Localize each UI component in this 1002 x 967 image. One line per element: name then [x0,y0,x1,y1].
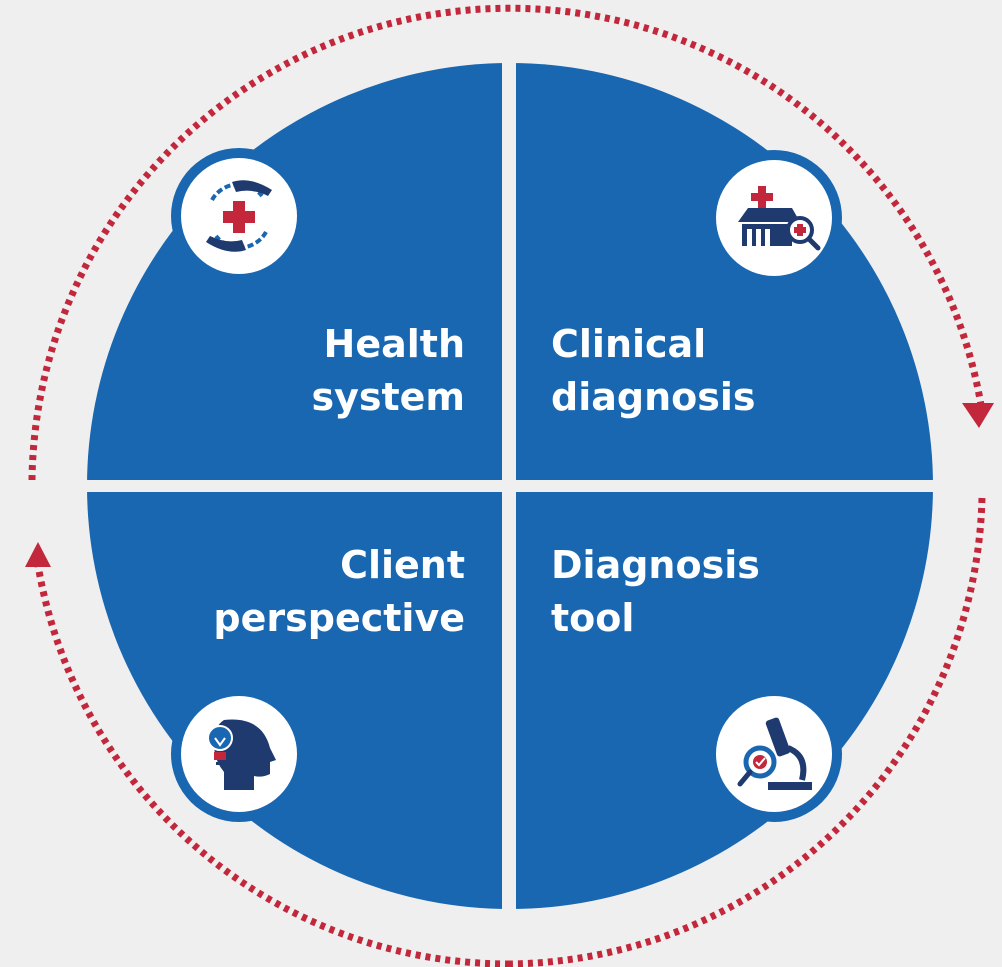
microscope-magnifier-icon [737,717,812,790]
badge-client-perspective [171,686,307,822]
label-client-perspective-line1: Client [340,543,465,587]
badge-health-system [171,148,307,284]
badge-clinical-diagnosis [706,150,842,286]
cycle-arc-bottom-right [509,497,986,967]
cycle-arrowhead-right [962,403,994,428]
badge-diagnosis-tool [706,686,842,822]
quadrant-wheel [87,63,933,909]
head-lightbulb-icon [207,719,276,790]
label-health-system-line1: Health [324,322,465,366]
label-health-system-line2: system [311,375,465,419]
cycle-arrowhead-left [25,542,51,567]
label-client-perspective-line2: perspective [213,596,465,640]
label-diagnosis-tool-line1: Diagnosis [551,543,760,587]
hands-medical-cross-icon [206,180,272,252]
label-diagnosis-tool-line2: tool [551,596,634,640]
label-clinical-diagnosis-line2: diagnosis [551,375,756,419]
clinic-magnifier-icon [738,186,821,251]
cycle-arc-top [28,4,985,481]
label-clinical-diagnosis-line1: Clinical [551,322,706,366]
cycle-arrows [25,4,994,967]
cycle-arc-bottom-left [34,564,511,967]
